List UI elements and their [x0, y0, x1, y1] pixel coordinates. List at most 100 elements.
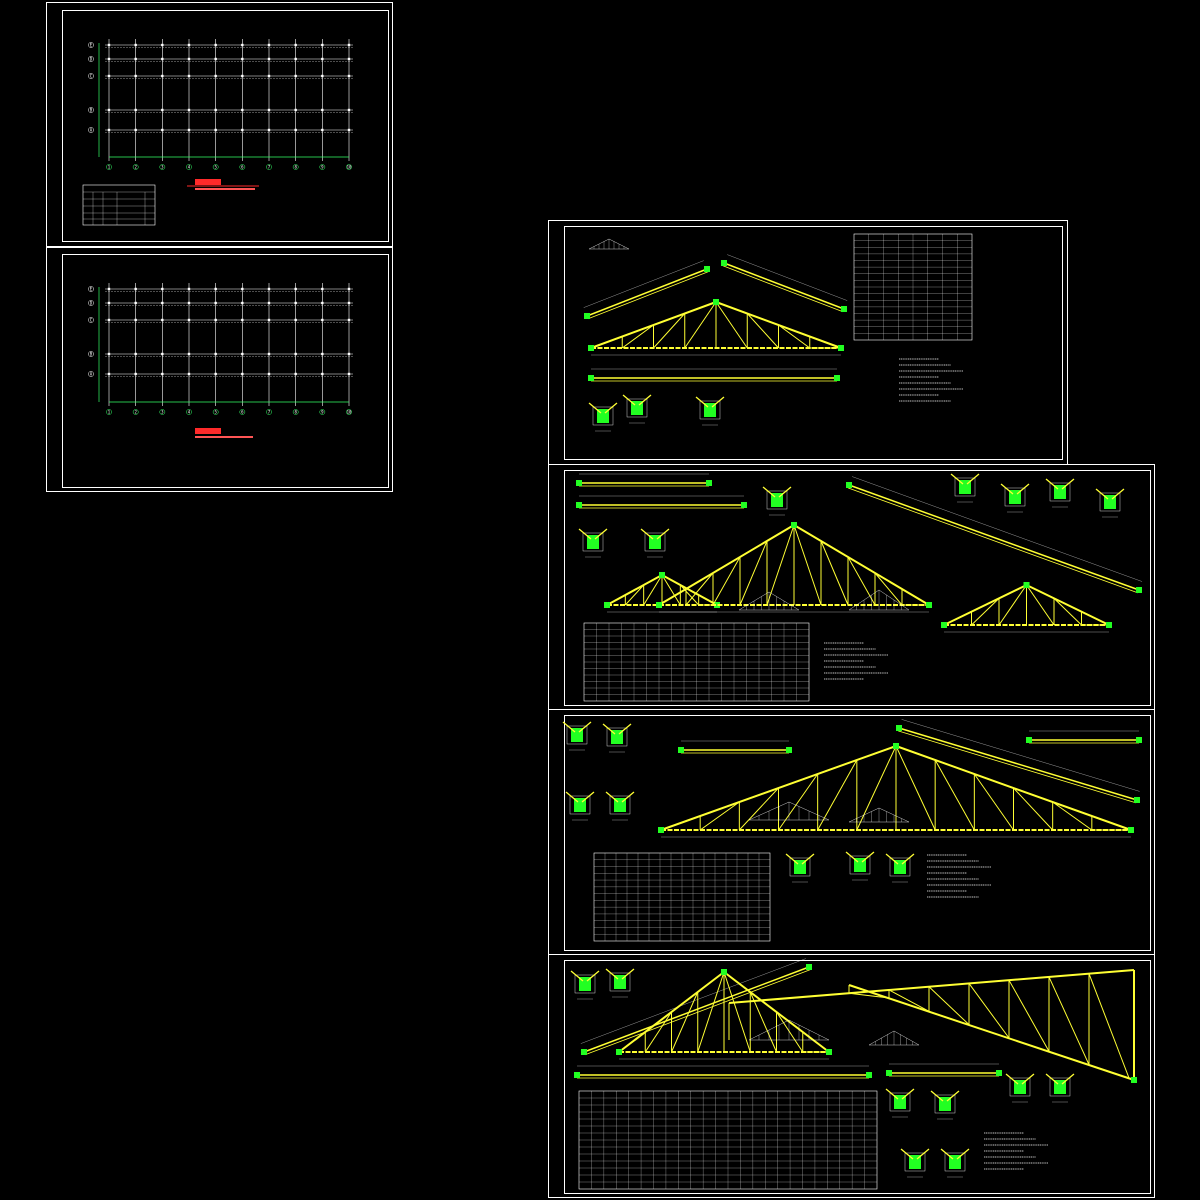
diagonal-web [1008, 979, 1050, 1052]
node-outline [644, 532, 666, 552]
axis-bubble-row [88, 300, 94, 306]
axis-bubble-row [88, 107, 94, 113]
axis-label-row: A [90, 127, 93, 132]
node-outline [1099, 492, 1121, 512]
top-chord [793, 524, 930, 606]
diagonal-web [1088, 973, 1130, 1079]
member-stub [586, 970, 600, 982]
end-plate [588, 375, 594, 381]
chord-member [587, 271, 709, 320]
column-mark [187, 352, 191, 356]
axis-bubble-col [212, 409, 219, 415]
diagonal-web [766, 524, 795, 606]
node-outline [606, 727, 628, 747]
column-mark [134, 43, 137, 47]
node-outline [1004, 487, 1026, 507]
column-mark [321, 43, 324, 47]
member-stub [885, 1088, 899, 1100]
column-mark [134, 128, 137, 132]
member-stub [638, 394, 652, 406]
column-mark [107, 352, 111, 356]
gusset-plate [1023, 582, 1030, 588]
node-detail [602, 723, 632, 753]
member-stub [1045, 478, 1059, 490]
diagonal-web [671, 991, 699, 1053]
material-table [853, 233, 973, 341]
axis-label-col: 10 [347, 409, 352, 414]
node-outline [1049, 1077, 1071, 1097]
end-plate [896, 725, 902, 731]
member-stub [711, 396, 725, 408]
node-outline [1009, 1077, 1031, 1097]
column-mark [107, 43, 111, 47]
node-detail [588, 402, 618, 432]
column-mark [241, 128, 244, 132]
end-plate [576, 502, 582, 508]
member-stub [565, 791, 579, 803]
diagonal-web [1053, 597, 1082, 626]
mini-truss-diagram [748, 1019, 830, 1041]
truss-sheet-4 [548, 954, 1155, 1198]
axis-bubble-col [292, 164, 299, 170]
member-stub [605, 791, 619, 803]
truss-sheet-3-border [564, 715, 1151, 951]
member-stub [1061, 478, 1075, 490]
roof-truss [656, 522, 932, 613]
diagonal-web [778, 773, 819, 831]
node-detail [885, 1088, 915, 1118]
diagonal-web [697, 971, 725, 1053]
node-outline [889, 857, 911, 877]
dimension-line [727, 254, 848, 301]
roof-truss [941, 582, 1112, 633]
gusset-plate [721, 969, 727, 975]
axis-label-col: 9 [321, 409, 324, 414]
member-stub [900, 1148, 914, 1160]
design-notes [927, 854, 991, 898]
node-outline [569, 795, 591, 815]
chord-elevation [583, 260, 710, 320]
node-detail [900, 1148, 930, 1178]
column-mark [321, 352, 324, 356]
column-mark [134, 287, 137, 291]
plan-title-block [195, 428, 221, 434]
gusset-plate [838, 345, 844, 351]
axis-label-col: 6 [241, 409, 244, 414]
end-plate [1136, 587, 1142, 593]
node-detail [695, 396, 725, 426]
member-stub [695, 396, 709, 408]
axis-bubble-col [319, 164, 326, 170]
column-mark [107, 372, 111, 376]
diagonal-web [820, 540, 849, 606]
top-chord [1026, 584, 1110, 626]
mini-truss-diagram [588, 238, 630, 250]
column-mark [134, 57, 137, 61]
plan-sheet-2-border [62, 254, 389, 488]
column-mark [134, 108, 137, 112]
diagonal-web [590, 336, 623, 349]
column-mark [214, 301, 217, 305]
truss-drawing-3 [562, 719, 1142, 942]
chord-member [586, 268, 708, 317]
axis-label-col: 2 [134, 164, 137, 169]
gusset-plate [926, 602, 932, 608]
column-mark [294, 372, 297, 376]
material-table [593, 852, 771, 942]
column-mark [134, 318, 137, 322]
end-plate [1134, 797, 1140, 803]
end-plate [806, 964, 812, 970]
diagonal-web [715, 301, 748, 349]
column-mark [294, 74, 297, 78]
roof-truss [616, 969, 832, 1060]
plan-subtitle-line [195, 188, 255, 190]
diagonal-web [968, 983, 1010, 1039]
roof-truss [658, 743, 1134, 838]
truss-drawing-4 [570, 958, 1137, 1190]
axis-label-row: E [90, 286, 93, 291]
member-stub [578, 721, 592, 733]
gusset-plate [604, 602, 610, 608]
gusset-plate [659, 572, 665, 578]
material-table [578, 1090, 878, 1190]
